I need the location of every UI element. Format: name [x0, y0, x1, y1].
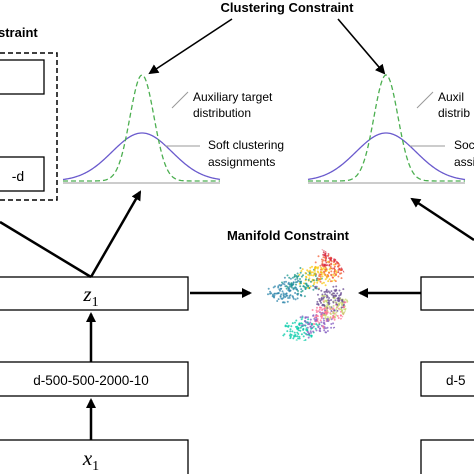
aux-legend-left-line2: distribution — [193, 106, 251, 120]
leader-aux-left — [171, 91, 189, 109]
aux-legend-right-line2: distrib — [438, 106, 470, 120]
aux-legend-left-line1: Auxiliary target — [193, 90, 273, 104]
right-latent-box — [420, 276, 474, 311]
right-encoder-label: d-5 — [446, 373, 466, 388]
right-distribution-plot: Auxil distrib Soc assign — [307, 74, 474, 184]
soft-legend-right-line1: Soc — [454, 138, 474, 152]
soft-legend-left-line2: assignments — [208, 155, 275, 169]
soft-legend-right-line2: assign — [454, 155, 474, 169]
soft-clustering-curve-right — [307, 132, 466, 181]
latent-z1-label: z1 — [82, 282, 98, 310]
arrow-z1-to-left-dist — [89, 190, 142, 278]
arrow-right-to-right-dist — [410, 197, 474, 242]
arrow-title-to-left-dist — [148, 18, 233, 75]
aux-legend-right-line1: Auxil — [438, 90, 464, 104]
left-dashed-panel: straint -d — [0, 25, 58, 201]
right-input-box — [420, 439, 474, 474]
soft-legend-left-line1: Soft clustering — [208, 138, 284, 152]
soft-clustering-curve-left — [62, 132, 221, 181]
left-distribution-plot: Auxiliary target distribution Soft clust… — [62, 74, 284, 184]
encoder-box — [0, 361, 189, 397]
leader-aux-right — [416, 91, 434, 109]
arrow-title-to-right-dist — [337, 18, 386, 75]
input-x1-label: x1 — [82, 446, 99, 474]
left-panel-box-label: -d — [12, 168, 24, 184]
left-panel-box-bottom — [0, 156, 45, 192]
left-panel-box-top — [0, 59, 45, 95]
encoder-label: d-500-500-2000-10 — [33, 373, 149, 388]
manifold-constraint-title: Manifold Constraint — [227, 228, 350, 243]
clustering-constraint-title: Clustering Constraint — [221, 0, 355, 15]
manifold-scatter-icon — [267, 245, 349, 341]
arrow-z1-to-left-edge — [0, 220, 92, 279]
left-panel-title: straint — [0, 25, 38, 40]
auxiliary-target-curve-right — [308, 74, 465, 182]
auxiliary-target-curve-left — [63, 74, 220, 182]
latent-z1-box — [0, 276, 189, 311]
right-encoder-box — [420, 361, 474, 397]
